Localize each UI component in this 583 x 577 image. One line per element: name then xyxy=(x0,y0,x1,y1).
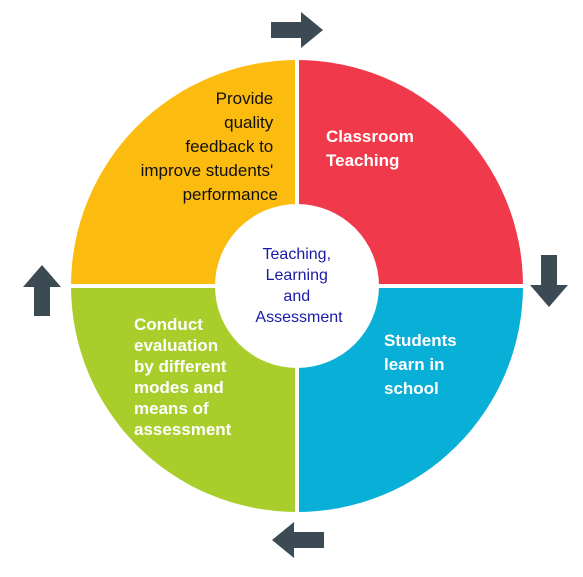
center-circle xyxy=(215,204,379,368)
quadrant-top-left-label: Provide quality feedback to improve stud… xyxy=(141,89,278,204)
arrow-left-icon xyxy=(272,522,324,558)
quadrant-bottom-left-label: Conduct evaluation by different modes an… xyxy=(134,315,232,439)
arrow-right-icon xyxy=(271,12,323,48)
center-label: Teaching, Learning and Assessment xyxy=(255,246,343,326)
quadrant-top-right-label: Classroom Teaching xyxy=(326,127,419,170)
quadrant-bottom-right-label: Students learn in school xyxy=(384,331,461,398)
arrow-up-icon xyxy=(23,265,61,316)
arrow-down-icon xyxy=(530,255,568,307)
